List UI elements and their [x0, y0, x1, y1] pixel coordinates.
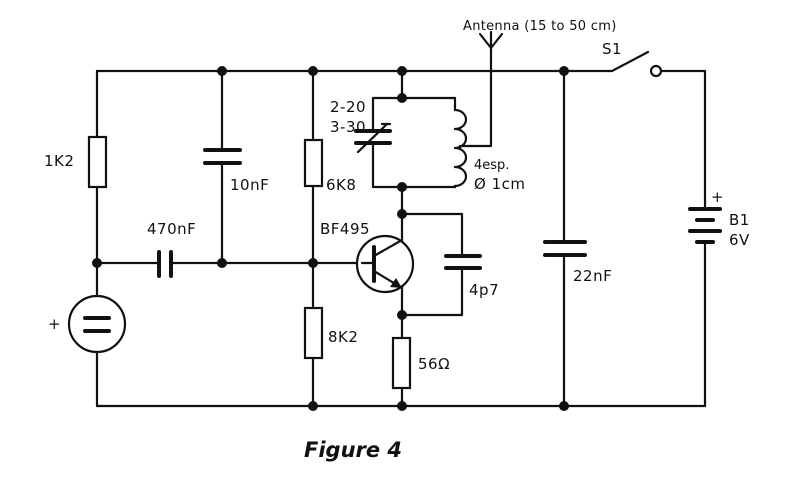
resistor-56ohm — [391, 336, 412, 390]
resistor-1k2-label: 1K2 — [44, 152, 74, 170]
coil-label-2: Ø 1cm — [474, 175, 525, 193]
trimmer-label-2: 3-30 — [330, 118, 366, 136]
junction-dots — [92, 66, 569, 411]
capacitor-470nf — [157, 250, 173, 278]
battery-b1 — [688, 207, 722, 244]
battery-voltage-label: 6V — [729, 231, 750, 249]
antenna-icon — [478, 30, 504, 50]
resistor-1k2 — [87, 135, 108, 189]
battery-name-label: B1 — [729, 211, 750, 229]
trimmer-capacitor — [354, 122, 392, 154]
resistor-56ohm-label: 56Ω — [418, 355, 450, 373]
antenna-label: Antenna (15 to 50 cm) — [463, 19, 617, 34]
figure-caption: Figure 4 — [304, 438, 402, 462]
battery-polarity: + — [711, 188, 724, 206]
capacitor-10nf — [203, 148, 242, 165]
transistor-bf495 — [355, 234, 415, 294]
resistor-6k8-label: 6K8 — [326, 176, 356, 194]
oscillator-coil — [453, 108, 468, 188]
capacitor-22nf — [543, 240, 587, 257]
capacitor-4p7-label: 4p7 — [469, 281, 499, 299]
capacitor-10nf-label: 10nF — [230, 176, 269, 194]
capacitor-470nf-label: 470nF — [147, 220, 196, 238]
coil-label-1: 4esp. — [474, 158, 509, 173]
switch-label: S1 — [602, 40, 622, 58]
resistor-8k2 — [303, 306, 324, 360]
antenna-lead — [458, 46, 493, 148]
resistor-8k2-label: 8K2 — [328, 328, 358, 346]
resistor-6k8 — [303, 138, 324, 188]
trimmer-label-1: 2-20 — [330, 98, 366, 116]
capacitor-4p7 — [444, 254, 482, 270]
mic-polarity: + — [48, 315, 61, 333]
capacitor-22nf-label: 22nF — [573, 267, 612, 285]
transistor-label: BF495 — [320, 220, 370, 238]
microphone — [67, 294, 127, 354]
